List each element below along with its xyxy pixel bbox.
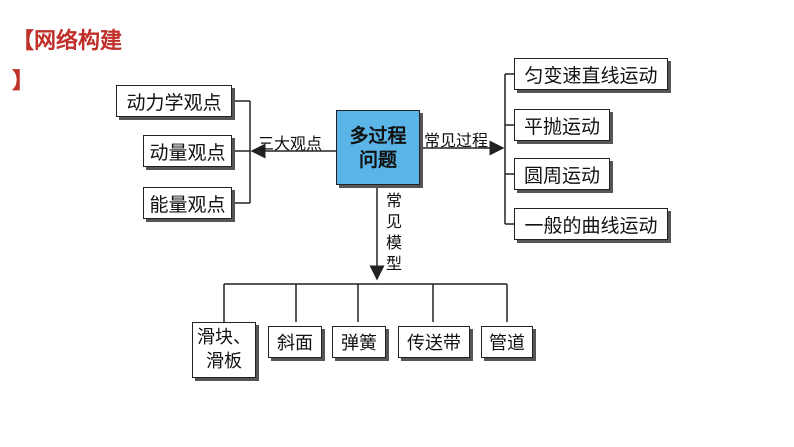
bottom-node: 传送带: [398, 326, 470, 358]
section-title-line1: 【网络构建: [12, 29, 123, 54]
section-title: 【网络构建 】: [12, 22, 172, 102]
right-node: 圆周运动: [514, 158, 610, 190]
center-node: 多过程 问题: [336, 110, 420, 185]
bottom-branch-label: 常见模型: [385, 191, 402, 273]
center-node-line1: 多过程: [349, 124, 407, 147]
bottom-node: 斜面: [268, 326, 322, 358]
right-node: 一般的曲线运动: [514, 208, 668, 240]
bottom-node: 管道: [481, 326, 533, 358]
right-node: 平抛运动: [514, 109, 610, 141]
right-node: 匀变速直线运动: [514, 58, 668, 90]
bottom-node-line1: 滑块、: [197, 327, 251, 348]
bottom-node: 弹簧: [332, 326, 386, 358]
left-node: 能量观点: [143, 187, 232, 219]
section-title-line2: 】: [12, 69, 35, 94]
bottom-node-line2: 滑板: [206, 351, 242, 372]
bottom-node: 滑块、 滑板: [192, 322, 256, 378]
center-node-line2: 问题: [358, 148, 397, 171]
left-node: 动量观点: [143, 135, 232, 167]
left-node: 动力学观点: [116, 85, 232, 117]
right-branch-label: 常见过程: [424, 131, 489, 150]
left-branch-label: 三大观点: [258, 134, 323, 153]
